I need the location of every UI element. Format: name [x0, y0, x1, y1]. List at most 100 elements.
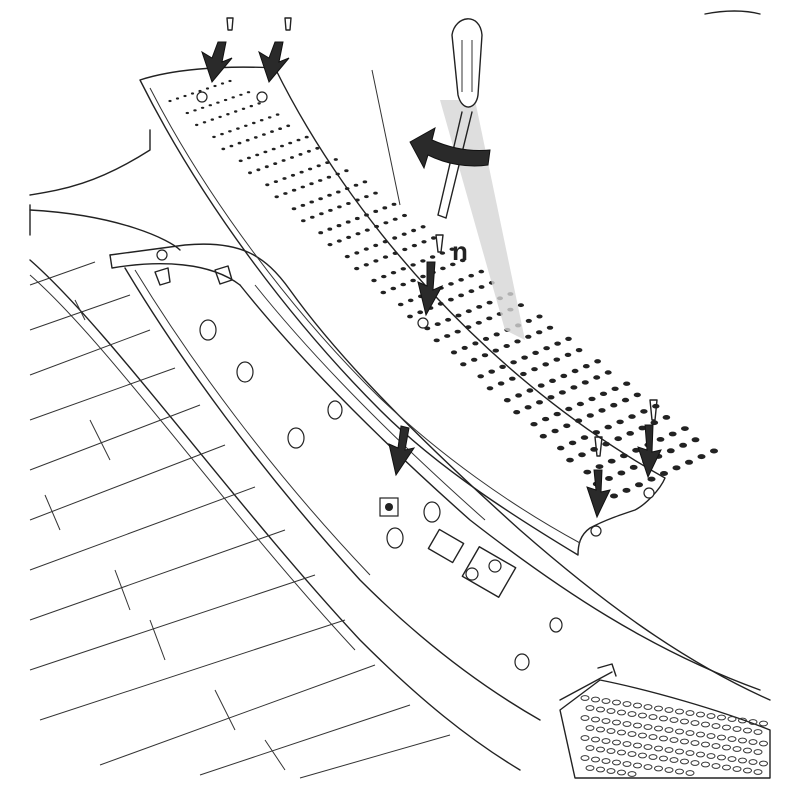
grille-hole — [648, 754, 658, 760]
perforation-hole — [410, 278, 416, 283]
perforation-hole — [392, 236, 398, 240]
perforation-hole — [337, 205, 342, 209]
perforation-hole — [168, 99, 172, 103]
grille-hole — [638, 752, 647, 759]
perforation-hole — [259, 119, 264, 122]
perforation-hole — [355, 232, 361, 236]
perforation-hole — [390, 271, 397, 275]
perforation-hole — [185, 111, 189, 115]
perforation-hole — [454, 329, 461, 334]
grille-hole — [627, 771, 637, 777]
perforation-hole — [263, 150, 268, 154]
perforation-hole — [228, 79, 232, 83]
perforation-hole — [336, 224, 342, 228]
perforation-hole — [252, 121, 256, 125]
perforation-hole — [525, 318, 532, 323]
perforation-hole — [355, 198, 360, 202]
perforation-hole — [575, 418, 583, 424]
perforation-hole — [183, 94, 187, 98]
perforation-hole — [286, 124, 291, 128]
grille-hole — [601, 698, 611, 704]
grille-hole — [685, 710, 695, 716]
grille-hole — [690, 740, 700, 746]
perforation-hole — [520, 371, 527, 377]
perforation-hole — [239, 93, 243, 96]
grille-hole — [596, 706, 605, 713]
grille-hole — [643, 744, 653, 750]
perforation-hole — [586, 413, 594, 418]
perforation-hole — [620, 453, 628, 459]
grille-hole — [591, 736, 600, 743]
grille-hole — [748, 759, 758, 765]
perforation-hole — [382, 206, 388, 210]
grille-hole — [591, 716, 600, 723]
grille-hole — [591, 696, 600, 703]
perforation-hole — [216, 101, 220, 104]
perforation-hole — [382, 255, 389, 259]
perforation-hole — [679, 442, 687, 448]
grille-hole — [711, 743, 721, 749]
perforation-hole — [253, 136, 258, 139]
grille-hole — [638, 712, 647, 719]
grille-hole — [706, 733, 716, 739]
perforation-hole — [326, 175, 332, 179]
perforation-hole — [291, 188, 297, 192]
grille-hole — [680, 758, 689, 765]
frame-bracket — [427, 528, 517, 598]
grille-hole — [622, 701, 632, 707]
perforation-hole — [420, 274, 426, 279]
perforation-hole — [481, 353, 489, 358]
grille-hole — [685, 770, 695, 776]
perforation-hole — [309, 182, 314, 186]
perforation-hole — [354, 251, 360, 255]
perforation-hole — [236, 127, 240, 130]
grille-hole — [654, 745, 663, 752]
grille-hole — [696, 711, 705, 718]
grille-hole — [722, 764, 731, 771]
grille-hole — [675, 708, 684, 715]
perforation-hole — [318, 197, 323, 201]
perforation-hole — [581, 380, 589, 385]
perforation-hole — [288, 141, 293, 145]
perforation-hole — [650, 420, 659, 426]
screw-icon — [226, 17, 658, 457]
grille-hole — [585, 705, 595, 711]
grille-hole — [596, 746, 605, 753]
perforation-hole — [450, 350, 458, 355]
perforation-hole — [448, 282, 454, 286]
perforation-hole — [333, 158, 338, 161]
perforation-hole — [604, 370, 612, 375]
perforation-hole — [434, 322, 441, 326]
grille-hole — [633, 742, 642, 749]
step-label: n — [452, 236, 468, 266]
perforation-hole — [576, 401, 585, 407]
perforation-hole — [364, 228, 370, 232]
perforation-hole — [390, 286, 397, 291]
lower-cowl-frame — [109, 243, 771, 721]
grille-hole — [585, 725, 595, 731]
perforation-hole — [237, 141, 242, 145]
perforation-hole — [662, 415, 671, 420]
cowl-panel — [139, 66, 718, 556]
grille-hole — [717, 714, 726, 721]
perforation-hole — [553, 357, 561, 362]
perforation-hole — [354, 266, 360, 271]
perforation-hole — [327, 193, 332, 197]
grille-hole — [659, 735, 668, 742]
perforation-hole — [468, 273, 475, 278]
perforation-hole — [383, 221, 389, 225]
grille-hole — [612, 739, 621, 746]
perforation-hole — [536, 314, 543, 319]
grille-hole — [612, 759, 621, 766]
perforation-hole — [328, 208, 333, 212]
grille-hole — [717, 734, 726, 741]
perforation-hole — [344, 169, 349, 173]
perforation-hole — [521, 355, 528, 360]
perforation-hole — [628, 414, 636, 419]
perforation-hole — [353, 183, 359, 187]
perforation-hole — [461, 345, 468, 350]
perforation-hole — [525, 334, 532, 339]
perforation-hole — [580, 435, 589, 440]
perforation-hole — [420, 225, 426, 229]
perforation-hole — [486, 300, 493, 305]
